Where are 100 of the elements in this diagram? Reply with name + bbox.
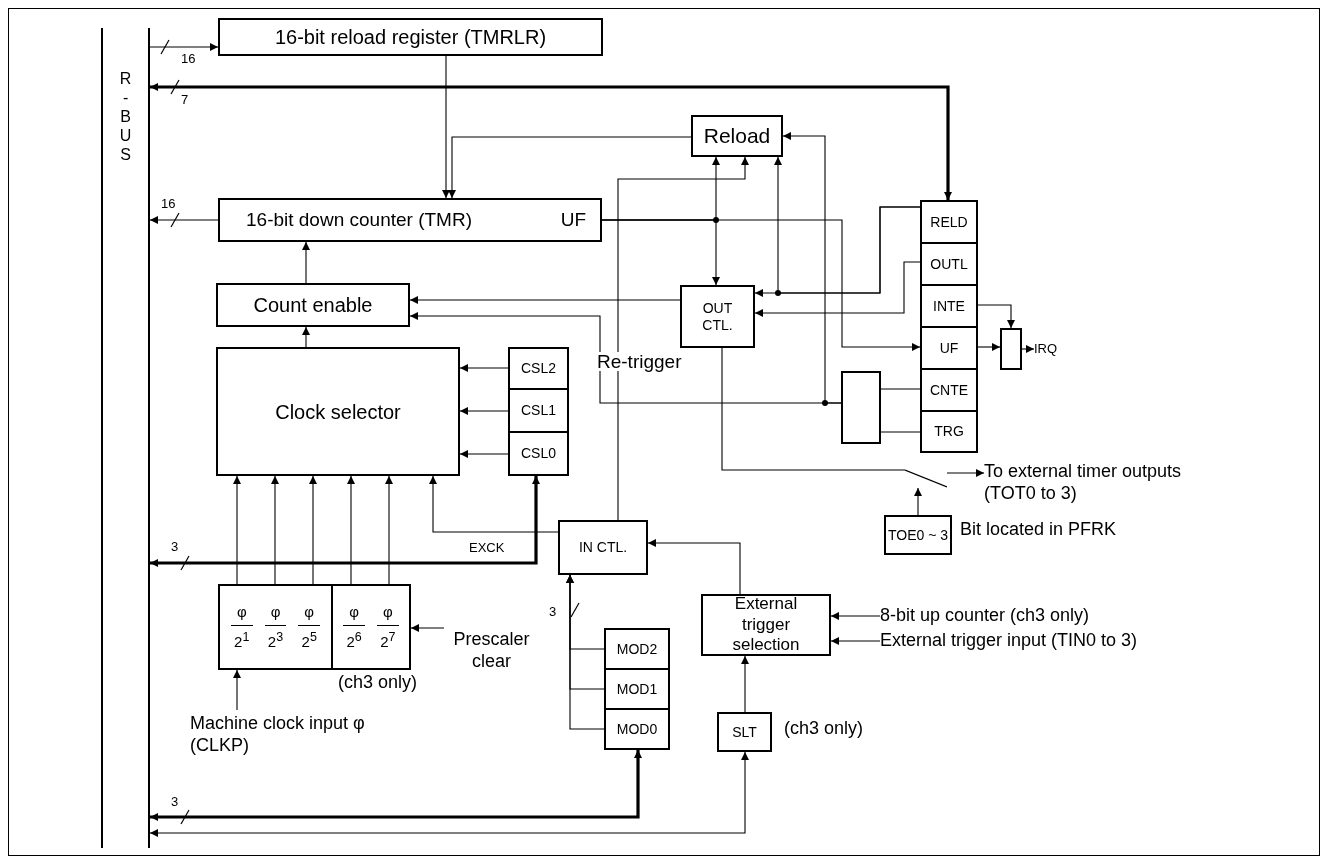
signal-label: External trigger input (TIN0 to 3) [880,630,1220,652]
block-box [218,18,603,56]
ratio-denominator: 2$^{3}$ [267,629,284,651]
ratio-denominator: 2$^{6}$ [346,629,362,651]
register-cell [920,242,978,286]
ratio-denominator: 2$^{5}$ [301,629,317,651]
arrow [459,407,509,415]
block-box [218,198,602,242]
box-label: OUT CTL. [701,299,734,334]
box-label: Reload [703,123,771,149]
ratio-numerator: φ [230,603,253,626]
edge-label: 16 [160,197,177,210]
edge-label: Re-trigger [596,352,683,371]
arrow [617,156,749,521]
arrow [830,637,881,645]
arrow [647,539,741,595]
box-label: CSL1 [521,402,556,419]
arrow [302,241,310,284]
switch-symbol [905,468,947,488]
block-box [680,285,755,348]
box-label: IN CTL. [578,539,628,556]
ratio-numerator: φ [264,603,287,626]
register-cell [604,668,670,710]
arrow [385,475,393,585]
note-text: (ch3 only) [338,672,418,694]
arrow [409,296,681,304]
prescaler-box [218,584,333,670]
box-label: TOE0 ~ 3 [887,526,949,544]
arrow [601,219,720,286]
arrow [754,261,921,317]
edge-label: 16 [180,52,197,65]
signal-label: IRQ [1034,340,1074,358]
box-label: SLT [732,723,757,741]
edge-label: 7 [180,93,190,106]
arrow [442,55,450,199]
arrow [149,43,219,51]
arrow [233,475,241,585]
box-label: INTE [933,297,965,315]
arrow [977,304,1015,329]
block-box [216,283,410,327]
arrow [302,326,310,348]
arrow [347,475,355,585]
ratio-denominator: 2$^{7}$ [380,629,396,651]
bus-label: R-BUS [116,70,136,165]
arrow [741,655,749,713]
box-label: TRG [934,423,964,440]
box-label: External trigger selection [731,594,801,656]
arrow [150,476,540,567]
signal-label: To external timer outputs (TOT0 to 3) [984,458,1224,508]
arrow [459,450,509,458]
arrow [271,475,279,585]
box-label: MOD2 [616,640,658,658]
arrow [309,475,317,585]
block-box [216,347,460,476]
box-label: CSL0 [521,445,556,462]
logic-gate-box [841,371,881,444]
arrow [448,136,692,199]
edge-label: EXCK [468,541,506,554]
arrow [566,574,605,730]
box-label: RELD [930,213,968,231]
arrow [977,343,1001,351]
arrow [149,216,219,224]
block-box [691,115,783,157]
register-cell [604,708,670,750]
arrow [429,475,559,533]
box-label: MOD0 [616,720,658,738]
box-label: CNTE [929,381,969,399]
arrow [149,751,749,837]
arrow [914,487,922,516]
arrow [774,156,921,294]
ratio-numerator: φ [343,603,365,626]
edge-label: 3 [170,540,180,553]
signal-label: Machine clock input φ (CLKP) [190,710,390,760]
register-cell [920,368,978,412]
arrow [1021,345,1035,353]
register-cell [508,388,569,433]
box-label: CSL2 [521,360,556,377]
box-label: Count enable [253,293,373,317]
arrow [782,132,842,404]
arrow [150,83,952,200]
arrow [410,624,445,632]
box-label: 16-bit reload register (TMRLR) [274,25,547,49]
register-cell [920,200,978,244]
block-box [701,594,831,656]
register-cell [508,431,569,476]
edge-label: 3 [170,795,180,808]
ratio-numerator: φ [377,603,399,626]
register-cell [920,284,978,328]
block-box [558,520,648,575]
arrow [830,612,881,620]
block-box [884,515,952,555]
register-cell [920,410,978,453]
register-cell [920,326,978,370]
box-label: Clock selector [275,399,401,424]
ratio-numerator: φ [298,603,321,626]
box-label: UF [560,208,586,232]
ratio-denominator: 2$^{1}$ [234,629,250,651]
box-label: OUTL [930,255,968,273]
box-label: UF [939,339,959,357]
signal-label: 8-bit up counter (ch3 only) [880,605,1180,627]
